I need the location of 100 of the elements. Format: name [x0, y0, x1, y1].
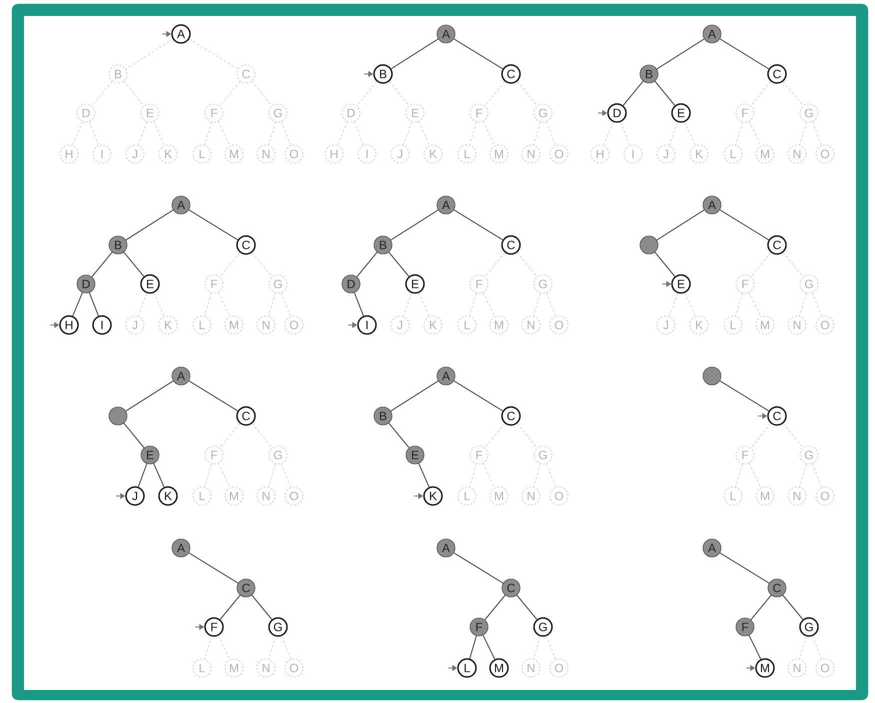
dashed-edge [124, 80, 144, 106]
dashed-edge [218, 635, 230, 660]
filled-circle-node: A [436, 196, 456, 214]
dashed-edge [126, 38, 174, 70]
bold-circle-node: C [767, 406, 787, 426]
tree-edge [656, 210, 705, 240]
bold-circle-node: K [423, 486, 443, 506]
dashed-circle-node: F [470, 446, 488, 464]
tree-edge [153, 463, 165, 488]
dashed-edge [482, 292, 496, 317]
tree-edge [719, 209, 770, 240]
dashed-circle-node: O [550, 316, 568, 334]
tree-edge [390, 210, 439, 240]
dashed-edge [533, 636, 541, 660]
dashed-circle-node: G [800, 274, 818, 294]
dashed-edge [782, 423, 804, 448]
filled-circle-node: D [342, 274, 360, 294]
dashed-circle-node: K [158, 144, 178, 164]
dashed-circle-node: J [126, 316, 144, 334]
dashed-circle-node: O [284, 486, 304, 506]
dashed-circle-node: L [458, 144, 476, 164]
dashed-circle-node: O [816, 144, 834, 164]
dashed-edge [750, 252, 772, 278]
tree-edge [482, 634, 496, 660]
tree-edge [72, 292, 83, 316]
dashed-edge [220, 80, 240, 106]
dashed-edge [748, 292, 762, 317]
dashed-edge [546, 636, 556, 660]
dashed-edge [482, 121, 496, 146]
dashed-edge [268, 122, 276, 146]
tree-edge [390, 38, 439, 70]
tree-edge [654, 252, 676, 277]
tree-edge [453, 38, 504, 70]
dashed-edge [204, 122, 212, 146]
dashed-circle-node: M [490, 486, 508, 506]
dashed-circle-node: K [690, 316, 708, 334]
bold-circle-node: E [671, 274, 691, 294]
dashed-edge [546, 292, 556, 317]
dashed-edge [268, 292, 276, 316]
dashed-edge [153, 121, 165, 146]
dashed-edge [281, 292, 291, 317]
dashed-circle-node: N [256, 658, 276, 678]
filled-circle-node: B [374, 406, 392, 426]
bold-circle-node: G [799, 617, 819, 637]
filled-circle-node: B [640, 64, 658, 84]
dashed-edge [252, 423, 272, 448]
dashed-circle-node: N [522, 316, 540, 334]
tree-edge [719, 380, 770, 412]
dashed-circle-node: H [590, 144, 610, 164]
dashed-circle-node: G [268, 446, 288, 464]
tree-edge [188, 380, 238, 412]
dashed-circle-node: N [522, 144, 540, 164]
dashed-circle-node: C [236, 64, 256, 84]
dashed-circle-node: D [76, 104, 96, 122]
bold-circle-node: C [236, 406, 256, 426]
dashed-circle-node: L [724, 316, 742, 334]
dashed-edge [782, 81, 804, 106]
tree-edge [656, 38, 705, 70]
dashed-circle-node: D [342, 104, 360, 122]
dashed-circle-node: K [158, 316, 178, 334]
dashed-edge [799, 292, 807, 316]
tree-edge [388, 252, 410, 277]
bold-circle-node: A [171, 24, 191, 44]
dashed-edge [484, 252, 506, 278]
dashed-edge [546, 121, 556, 146]
tree-edge [354, 292, 364, 316]
filled-circle-node [108, 406, 128, 426]
filled-circle-node: A [702, 196, 722, 214]
dashed-edge [469, 464, 477, 488]
tree-edge [91, 252, 113, 278]
filled-circle-node: E [140, 446, 160, 464]
filled-circle-node: F [470, 618, 488, 636]
dashed-edge [812, 121, 822, 146]
dashed-edge [748, 463, 762, 488]
dashed-circle-node: M [490, 144, 508, 164]
dashed-circle-node: G [268, 274, 288, 294]
bold-circle-node: I [357, 315, 377, 335]
dashed-circle-node: N [256, 486, 276, 506]
tree-edge [188, 552, 239, 584]
dashed-edge [418, 121, 430, 146]
dashed-edge [750, 423, 772, 448]
dashed-circle-node: K [424, 316, 442, 334]
bold-circle-node: C [767, 64, 787, 84]
bold-circle-node: C [501, 406, 521, 426]
filled-circle-node: D [76, 274, 96, 294]
dashed-circle-node: J [390, 144, 410, 164]
dashed-circle-node: O [816, 658, 834, 678]
filled-circle-node: A [436, 366, 456, 386]
dashed-edge [220, 423, 240, 448]
tree-edge [748, 634, 762, 660]
dashed-edge [337, 121, 348, 146]
bold-circle-node: E [671, 103, 691, 123]
dashed-edge [799, 636, 807, 660]
dashed-circle-node: F [204, 274, 224, 294]
bold-circle-node: C [501, 64, 521, 84]
tree-edge [356, 252, 378, 278]
tree-edge [469, 635, 477, 660]
dashed-circle-node: O [550, 658, 568, 678]
dashed-edge [418, 292, 430, 317]
bold-circle-node: M [489, 658, 509, 678]
